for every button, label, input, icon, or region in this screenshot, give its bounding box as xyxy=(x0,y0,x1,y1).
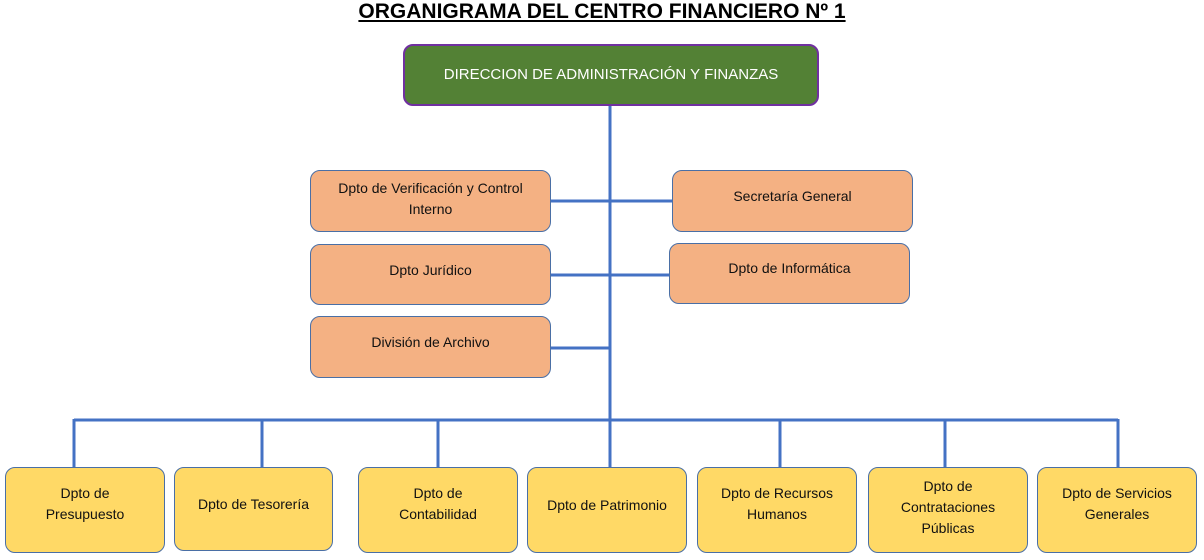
chart-title: ORGANIGRAMA DEL CENTRO FINANCIERO Nº 1 xyxy=(358,0,846,23)
staff-box-archivo: División de Archivo xyxy=(310,316,551,378)
department-box-contabilidad: Dpto de Contabilidad xyxy=(358,467,518,553)
department-box-patrimonio: Dpto de Patrimonio xyxy=(527,467,687,553)
staff-box-secretaria: Secretaría General xyxy=(672,170,913,232)
department-box-servicios-generales: Dpto de Servicios Generales xyxy=(1037,467,1197,553)
staff-box-juridico: Dpto Jurídico xyxy=(310,244,551,305)
department-box-tesoreria: Dpto de Tesorería xyxy=(174,467,333,551)
department-box-presupuesto: Dpto de Presupuesto xyxy=(5,467,165,553)
staff-box-informatica: Dpto de Informática xyxy=(669,243,910,304)
department-box-recursos-humanos: Dpto de Recursos Humanos xyxy=(697,467,857,553)
department-box-contrataciones: Dpto de Contrataciones Públicas xyxy=(868,467,1028,553)
staff-box-verificacion: Dpto de Verificación y Control Interno xyxy=(310,170,551,232)
director-box: DIRECCION DE ADMINISTRACIÓN Y FINANZAS xyxy=(403,44,819,106)
